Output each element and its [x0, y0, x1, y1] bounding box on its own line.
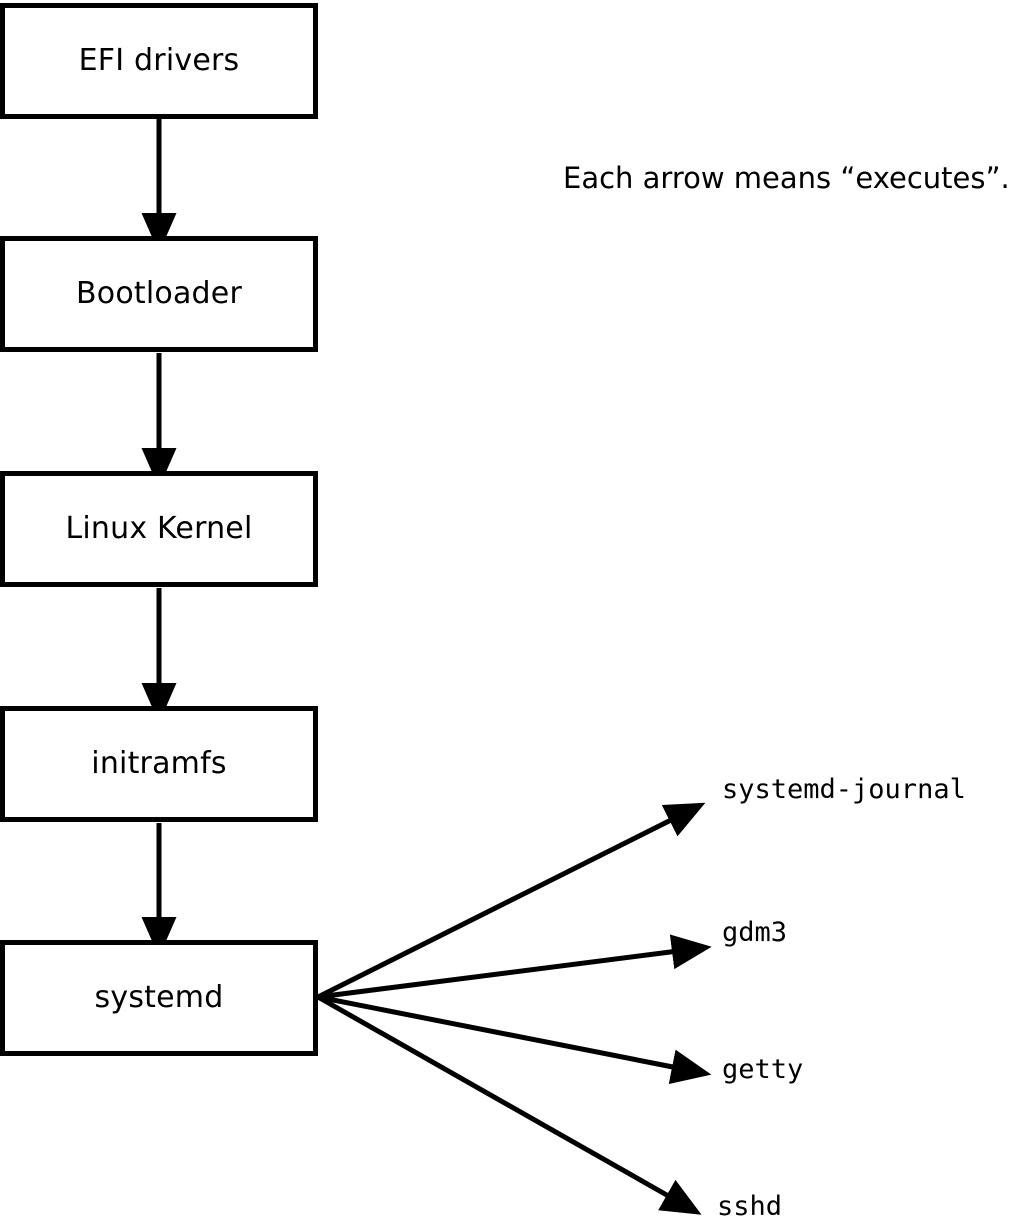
stage-box-efi-drivers[interactable]: EFI drivers [0, 3, 318, 119]
stage-label-efi-drivers: EFI drivers [78, 43, 240, 78]
stage-label-initramfs: initramfs [91, 746, 227, 781]
stage-label-systemd: systemd [94, 980, 224, 1015]
stage-box-initramfs[interactable]: initramfs [0, 706, 318, 822]
stage-box-linux-kernel[interactable]: Linux Kernel [0, 471, 318, 587]
stage-box-systemd[interactable]: systemd [0, 940, 318, 1056]
service-label-systemd-journal[interactable]: systemd-journal [722, 774, 966, 805]
stage-label-linux-kernel: Linux Kernel [65, 511, 253, 546]
service-label-sshd[interactable]: sshd [717, 1191, 783, 1222]
service-label-gdm3[interactable]: gdm3 [722, 917, 788, 948]
arrow-systemd-to-systemd-journal [316, 802, 706, 1000]
annotation-arrow-meaning: Each arrow means “executes”. [563, 161, 1010, 195]
service-label-getty[interactable]: getty [722, 1054, 804, 1085]
arrow-systemd-to-sshd [316, 994, 702, 1215]
arrow-systemd-to-getty [317, 994, 712, 1085]
stage-box-bootloader[interactable]: Bootloader [0, 236, 318, 352]
fanout-arrow-group [316, 802, 712, 1215]
arrow-systemd-to-gdm3 [317, 934, 712, 1000]
stage-label-bootloader: Bootloader [76, 276, 242, 311]
